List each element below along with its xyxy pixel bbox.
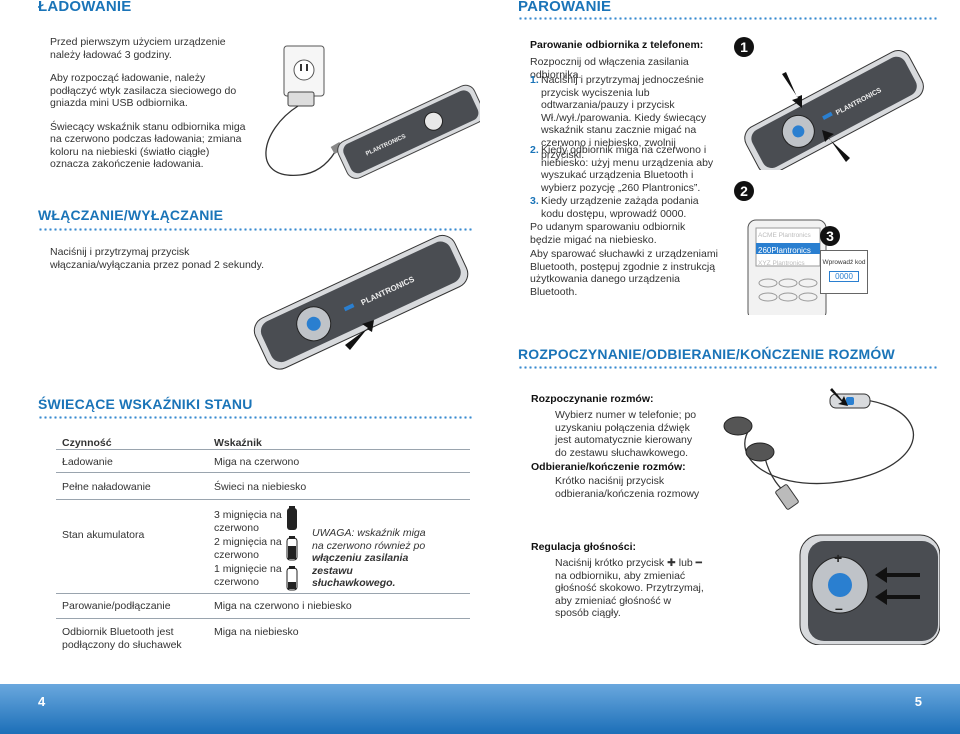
heading-power: WŁĄCZANIE/WYŁĄCZANIE xyxy=(38,207,224,223)
volume-receiver-illustration: + – xyxy=(799,534,940,645)
row-pairing-indicator: Miga na czerwono i niebiesko xyxy=(214,600,352,612)
headset-illustration xyxy=(723,388,915,510)
phone-illustration xyxy=(747,219,827,315)
table-header-indicator: Wskaźnik xyxy=(214,437,262,449)
heading-leds: ŚWIECĄCE WSKAŹNIKI STANU xyxy=(38,396,253,412)
table-line xyxy=(56,472,470,473)
step-1-text: Naciśnij i przytrzymaj jednocześnie przy… xyxy=(541,74,707,161)
passkey-box: Wprowadź kod 0000 xyxy=(820,250,868,294)
charging-para-1: Przed pierwszym użyciem urządzenie należ… xyxy=(50,36,226,61)
receiver-power-illustration: PLANTRONICS xyxy=(253,234,469,370)
battery-icons xyxy=(286,506,298,591)
passkey-label: Wprowadź kod xyxy=(822,259,866,266)
passkey-value: 0000 xyxy=(829,271,859,282)
phone-list-item-3[interactable]: XYZ Plantronics xyxy=(758,260,805,267)
step-2: 2. Kiedy odbiornik miga na czerwono i ni… xyxy=(530,144,721,194)
step-2-number: 2. xyxy=(530,144,539,156)
badge-step-3: 3 xyxy=(820,226,840,246)
charger-illustration: PLANTRONICS xyxy=(265,45,480,179)
phone-list-item-1[interactable]: ACME Plantronics xyxy=(758,232,811,239)
dotted-rule-power xyxy=(38,228,474,231)
page-number-left: 4 xyxy=(38,694,46,709)
table-header-action: Czynność xyxy=(62,437,112,449)
row-pairing-action: Parowanie/podłączanie xyxy=(62,600,171,612)
start-call-text: Wybierz numer w telefonie; po uzyskaniu … xyxy=(555,409,697,459)
pairing-receiver-illustration: PLANTRONICS xyxy=(744,50,924,170)
battery-warning: UWAGA: wskaźnik miga na czerwono również… xyxy=(312,527,432,590)
step-1-number: 1. xyxy=(530,74,539,86)
battery-level-3: 3 mignięcia na czerwono xyxy=(214,509,282,534)
table-line xyxy=(56,449,470,450)
pairing-intro: Rozpocznij od włączenia zasilania odbior… xyxy=(530,56,689,81)
step-2-text: Kiedy odbiornik miga na czerwono i niebi… xyxy=(541,144,714,194)
charging-text: Przed pierwszym użyciem urządzenie należ… xyxy=(50,36,250,171)
row-charging-action: Ładowanie xyxy=(62,456,113,468)
phone-list-item-2[interactable]: 260Plantronics xyxy=(758,246,811,255)
footer-bar xyxy=(0,684,960,734)
badge-step-2: 2 xyxy=(734,181,754,201)
start-call-title: Rozpoczynanie rozmów: xyxy=(531,393,654,405)
step-3-text: Kiedy urządzenie zażąda podania kodu dos… xyxy=(541,195,699,220)
step-1: 1. Naciśnij i przytrzymaj jednocześnie p… xyxy=(530,74,721,162)
pairing-subtitle: Parowanie odbiornika z telefonem: xyxy=(530,39,704,51)
badge-step-1: 1 xyxy=(734,37,754,57)
charging-para-2: Aby rozpocząć ładowanie, należy podłączy… xyxy=(50,72,237,109)
step-3: 3. Kiedy urządzenie zażąda podania kodu … xyxy=(530,195,721,220)
table-line xyxy=(56,499,470,500)
step-3-number: 3. xyxy=(530,195,539,207)
volume-title: Regulacja głośności: xyxy=(531,541,637,553)
power-text: Naciśnij i przytrzymaj przycisk włączani… xyxy=(50,246,265,271)
volume-text: Naciśnij krótko przycisk ✚ lub ━ na odbi… xyxy=(555,557,704,619)
warning-prefix: UWAGA: wskaźnik miga na czerwono również… xyxy=(312,527,426,552)
dotted-rule-pairing xyxy=(518,17,938,20)
svg-text:+: + xyxy=(834,550,842,566)
after-pair-text: Po udanym sparowaniu odbiornik będzie mi… xyxy=(530,221,686,246)
dotted-rule-leds xyxy=(38,416,474,419)
other-phones-text: Aby sparować słuchawki z urządzeniami Bl… xyxy=(530,248,718,298)
row-battery-action: Stan akumulatora xyxy=(62,529,145,541)
dotted-rule-calls xyxy=(518,366,938,369)
battery-level-2: 2 mignięcia na czerwono xyxy=(214,536,282,561)
row-charging-indicator: Miga na czerwono xyxy=(214,456,300,468)
heading-calls: ROZPOCZYNANIE/ODBIERANIE/KOŃCZENIE ROZMÓ… xyxy=(518,346,895,362)
row-connected-action: Odbiornik Bluetooth jest podłączony do s… xyxy=(62,626,182,651)
table-line xyxy=(56,593,470,594)
charging-para-3: Świecący wskaźnik stanu odbiornika miga … xyxy=(50,120,246,171)
svg-text:–: – xyxy=(835,600,843,616)
heading-charging: ŁADOWANIE xyxy=(38,0,132,15)
row-connected-indicator: Miga na niebiesko xyxy=(214,626,299,638)
heading-pairing: PAROWANIE xyxy=(518,0,612,15)
battery-level-1: 1 mignięcie na czerwono xyxy=(214,563,282,588)
warning-bold: włączeniu zasilania zestawu słuchawkoweg… xyxy=(312,552,409,589)
answer-call-text: Krótko naciśnij przycisk odbierania/końc… xyxy=(555,475,700,500)
row-full-indicator: Świeci na niebiesko xyxy=(214,481,307,493)
page-number-right: 5 xyxy=(914,694,922,709)
answer-call-title: Odbieranie/kończenie rozmów: xyxy=(531,461,686,473)
table-line xyxy=(56,618,470,619)
row-full-action: Pełne naładowanie xyxy=(62,481,151,493)
